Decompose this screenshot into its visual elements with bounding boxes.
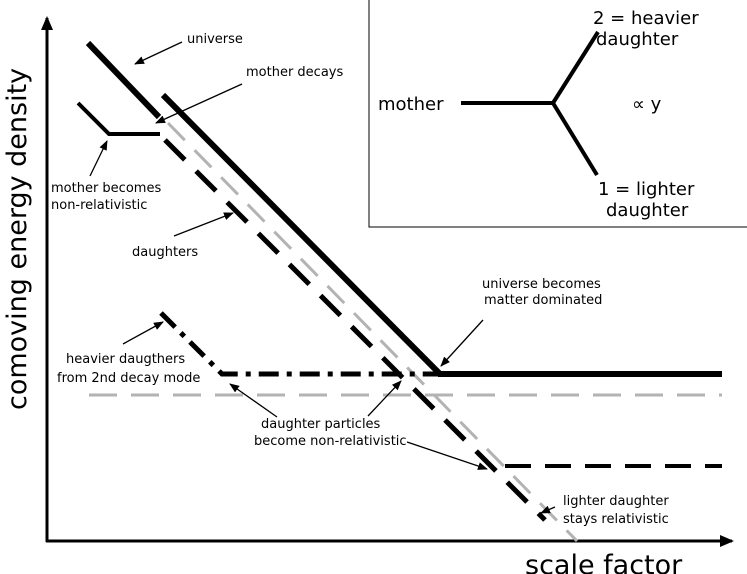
inset-lighter-sub: daughter — [606, 200, 689, 221]
label-mother-nonrel-sub: non-relativistic — [51, 198, 147, 213]
inset-lighter-label: 1 = lighter — [598, 179, 695, 200]
arrow-mother-decays — [155, 83, 243, 124]
universe-early-segment — [85, 40, 162, 120]
mother-curve — [76, 101, 160, 136]
y-axis-label: comoving energy density — [2, 68, 33, 410]
label-mother-decays: mother decays — [246, 65, 343, 80]
arrow-daughter-nonrel-left — [229, 383, 278, 418]
arrow-heavier-2nd — [122, 321, 164, 345]
label-universe: universe — [187, 32, 243, 47]
universe-radiation-segment — [160, 92, 443, 377]
gray-dashed-radiation-curve — [166, 121, 579, 543]
label-mother-nonrel: mother becomes — [51, 181, 161, 196]
inset-heavier-daughter-line — [551, 30, 600, 105]
label-daughter-nonrel: daughter particles — [261, 417, 381, 432]
label-matter-dominated: universe becomes — [482, 277, 601, 292]
inset-mother-label: mother — [378, 94, 444, 115]
arrow-matter-dominated — [440, 319, 484, 367]
label-heavier-2nd: heavier daugthers — [66, 352, 185, 367]
inset-frame — [368, 0, 747, 228]
label-daughters: daughters — [132, 245, 198, 260]
inset-coupling-label: ∝ y — [632, 94, 662, 115]
label-matter-dominated-sub: matter dominated — [484, 293, 602, 308]
arrow-universe — [134, 41, 183, 65]
arrow-daughters — [173, 212, 234, 237]
label-daughter-nonrel-sub: become non-relativistic — [254, 434, 407, 449]
arrow-daughter-nonrel-right — [367, 380, 402, 417]
label-lighter-relativistic-sub: stays relativistic — [563, 512, 669, 527]
daughters-dashed-curve — [163, 138, 547, 522]
arrow-daughter-nonrel-low — [406, 441, 488, 470]
arrow-lighter-relativistic — [540, 505, 556, 514]
inset-heavier-sub: daughter — [596, 29, 679, 50]
label-heavier-2nd-sub: from 2nd decay mode — [57, 371, 200, 386]
x-axis-label: scale factor — [525, 550, 683, 574]
inset-heavier-label: 2 = heavier — [593, 8, 699, 29]
label-lighter-relativistic: lighter daughter — [563, 494, 669, 509]
arrow-mother-nonrel — [89, 140, 108, 177]
inset-lighter-daughter-line — [551, 101, 599, 177]
heavier-2nd-mode-dashdot — [159, 311, 445, 377]
